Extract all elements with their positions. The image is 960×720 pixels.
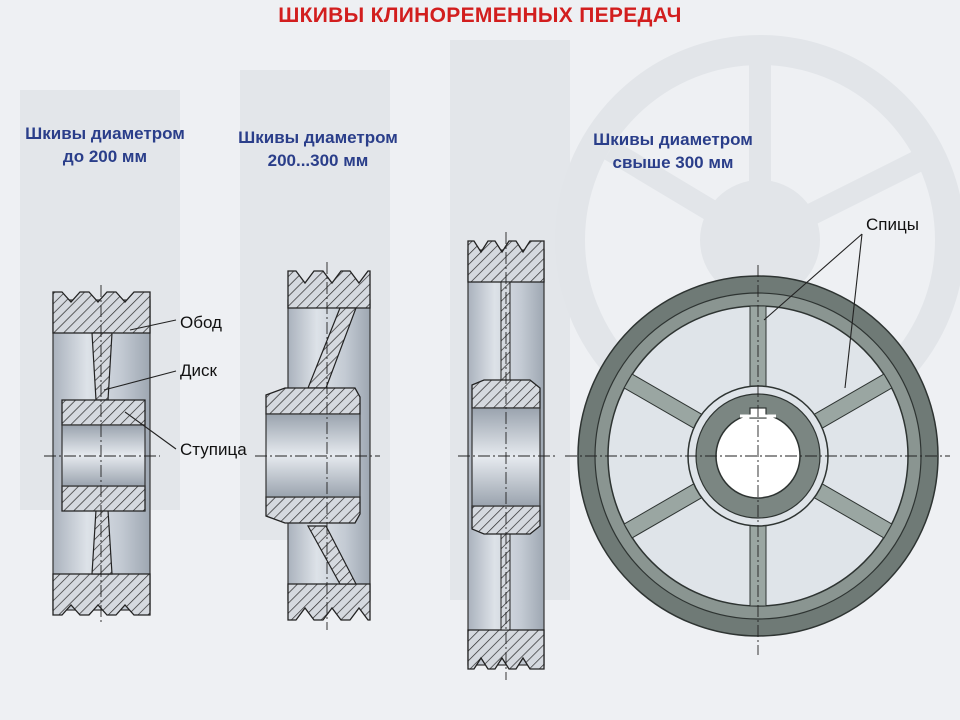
label-rim: Обод (180, 313, 222, 332)
caption-large: Шкивы диаметром свыше 300 мм (573, 128, 773, 174)
caption-small-line2: до 200 мм (62, 147, 148, 166)
caption-large-line1: Шкивы диаметром (593, 130, 753, 149)
caption-large-line2: свыше 300 мм (612, 153, 734, 172)
caption-medium: Шкивы диаметром 200...300 мм (218, 126, 418, 172)
pulley-large-section (458, 232, 556, 680)
spokes-leaders (763, 233, 863, 389)
label-hub: Ступица (180, 440, 247, 459)
pulley-large-front-view (565, 265, 950, 655)
label-spokes: Спицы (866, 215, 919, 234)
label-leaders (103, 319, 177, 450)
caption-medium-line1: Шкивы диаметром (238, 128, 398, 147)
caption-small: Шкивы диаметром до 200 мм (5, 122, 205, 168)
caption-medium-line2: 200...300 мм (267, 151, 369, 170)
pulley-medium-section (255, 262, 380, 630)
page-title: ШКИВЫ КЛИНОРЕМЕННЫХ ПЕРЕДАЧ (278, 4, 682, 27)
caption-small-line1: Шкивы диаметром (25, 124, 185, 143)
label-disk: Диск (180, 361, 217, 380)
pulley-small-section (44, 285, 160, 625)
